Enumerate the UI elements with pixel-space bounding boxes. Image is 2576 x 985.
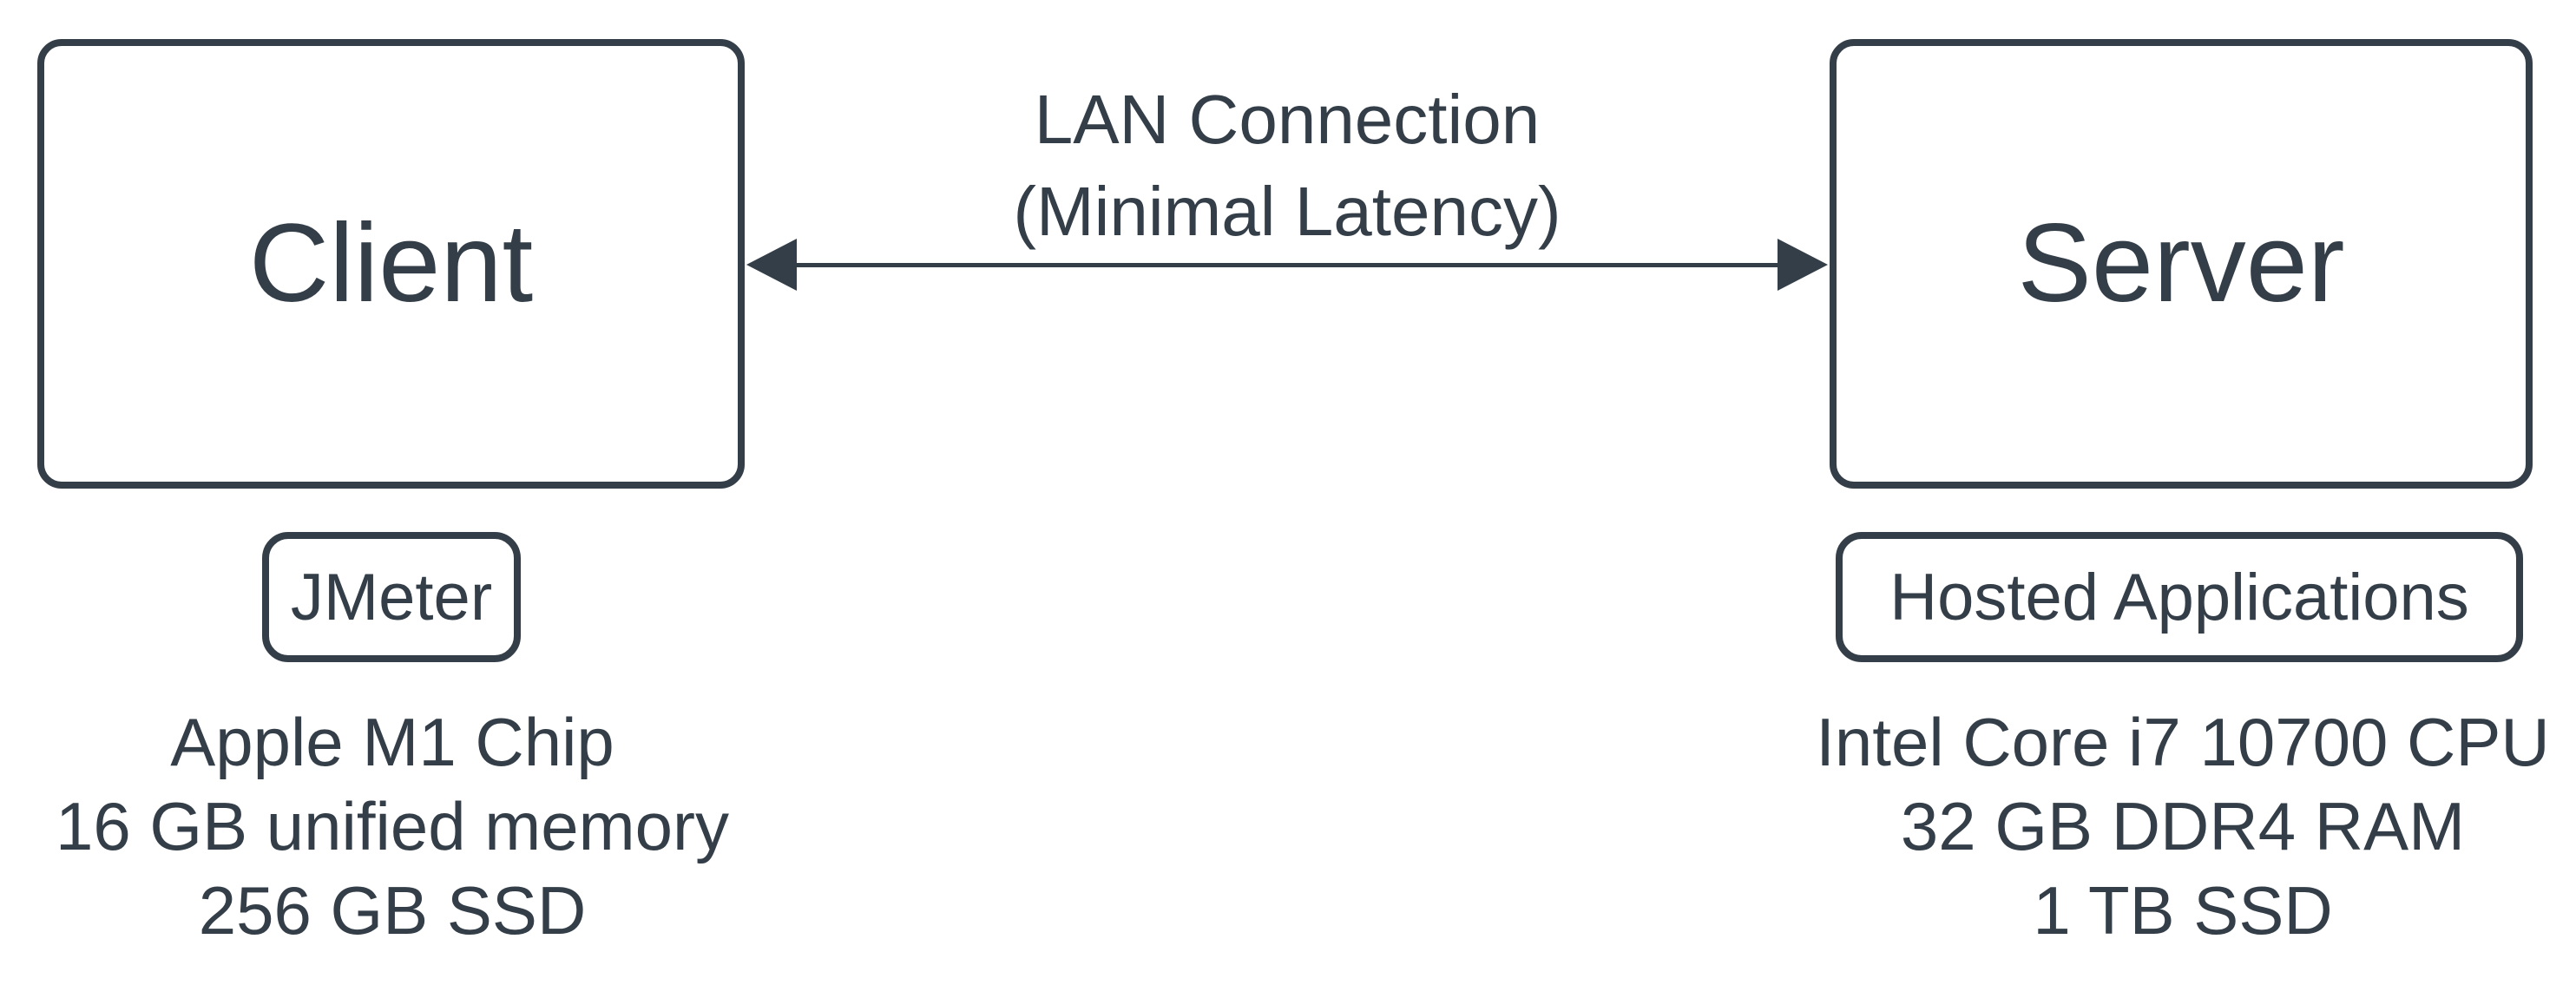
client-spec-storage: 256 GB SSD bbox=[198, 872, 587, 949]
client-node-title: Client bbox=[248, 201, 534, 325]
server-specs: Intel Core i7 10700 CPU 32 GB DDR4 RAM 1… bbox=[1771, 700, 2576, 953]
server-badge: Hosted Applications bbox=[1836, 532, 2523, 662]
server-badge-label: Hosted Applications bbox=[1889, 560, 2469, 634]
client-spec-memory: 16 GB unified memory bbox=[55, 788, 729, 864]
client-specs: Apple M1 Chip 16 GB unified memory 256 G… bbox=[2, 700, 783, 953]
arrowhead-left-icon bbox=[746, 239, 797, 291]
server-node: Server bbox=[1830, 39, 2533, 489]
server-node-title: Server bbox=[2017, 201, 2345, 325]
lan-connection-label-line2: (Minimal Latency) bbox=[1013, 173, 1561, 250]
client-spec-cpu: Apple M1 Chip bbox=[170, 704, 614, 780]
server-spec-memory: 32 GB DDR4 RAM bbox=[1900, 788, 2466, 864]
client-badge-label: JMeter bbox=[290, 560, 493, 634]
server-spec-cpu: Intel Core i7 10700 CPU bbox=[1816, 704, 2550, 780]
client-badge: JMeter bbox=[262, 532, 521, 662]
lan-connection-line bbox=[794, 263, 1780, 267]
arrowhead-right-icon bbox=[1778, 239, 1828, 291]
server-spec-storage: 1 TB SSD bbox=[2033, 872, 2333, 949]
client-node: Client bbox=[37, 39, 745, 489]
lan-connection-label: LAN Connection (Minimal Latency) bbox=[853, 74, 1721, 258]
lan-connection-label-line1: LAN Connection bbox=[1034, 81, 1541, 158]
